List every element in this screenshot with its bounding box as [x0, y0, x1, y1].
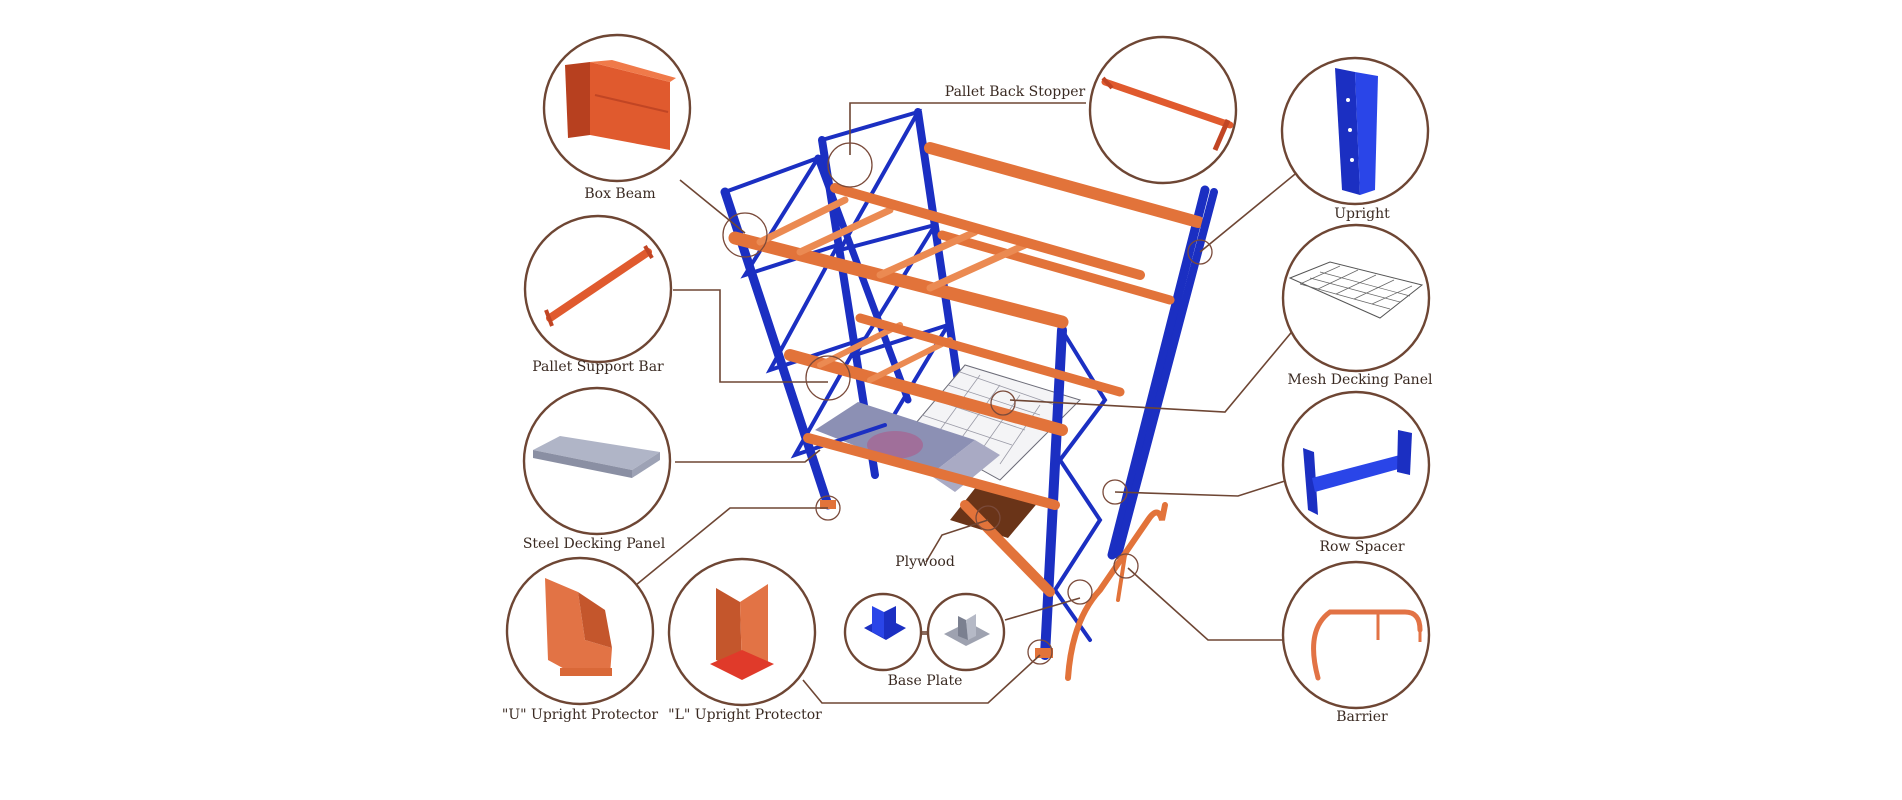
callout-u-upright-protector: "U" Upright Protector [502, 556, 658, 723]
callout-steel-decking-panel: Steel Decking Panel [522, 386, 672, 552]
pallet-back-stopper-label: Pallet Back Stopper [945, 84, 1086, 100]
plywood-label: Plywood [895, 554, 955, 570]
mesh-decking-icon [1288, 261, 1424, 319]
upright-label: Upright [1334, 206, 1390, 222]
callout-pallet-back-stopper: Pallet Back Stopper [945, 35, 1238, 185]
callout-box-beam: Box Beam [542, 33, 692, 202]
row-spacer-label: Row Spacer [1319, 539, 1404, 555]
barrier-icon [1311, 609, 1423, 681]
steel-decking-icon [533, 436, 660, 478]
l-upright-protector-icon [710, 584, 774, 680]
l-upright-protector-label: "L" Upright Protector [668, 707, 822, 723]
callout-l-upright-protector: "L" Upright Protector [667, 557, 822, 723]
u-upright-protector-label: "U" Upright Protector [502, 707, 658, 723]
box-beam-icon [565, 60, 676, 150]
barrier-illustration [1065, 502, 1168, 681]
u-upright-protector-icon [545, 578, 612, 676]
base-plate-steel-icon [944, 614, 990, 646]
leader-lines [635, 102, 1301, 704]
base-plate-label: Base Plate [888, 673, 963, 689]
pallet-support-bar-label: Pallet Support Bar [532, 359, 664, 375]
callout-base-plate: Base Plate [843, 592, 1006, 689]
callout-pallet-support-bar: Pallet Support Bar [523, 214, 673, 375]
callout-upright: Upright [1280, 56, 1430, 222]
box-beam-label: Box Beam [584, 186, 655, 202]
callout-row-spacer: Row Spacer [1281, 390, 1431, 555]
base-plate-blue-icon [864, 606, 906, 640]
steel-decking-panel-label: Steel Decking Panel [523, 536, 666, 552]
upright-icon [1335, 68, 1378, 195]
callout-barrier: Barrier [1281, 560, 1431, 725]
barrier-label: Barrier [1336, 709, 1388, 725]
pallet-support-bar-icon [544, 244, 654, 327]
mesh-decking-panel-label: Mesh Decking Panel [1288, 372, 1433, 388]
callout-markers [722, 142, 1213, 665]
pallet-back-stopper-icon [1101, 76, 1234, 151]
row-spacer-icon [1303, 430, 1412, 515]
callout-mesh-decking-panel: Mesh Decking Panel [1281, 223, 1433, 388]
rack-illustration [720, 108, 1218, 681]
